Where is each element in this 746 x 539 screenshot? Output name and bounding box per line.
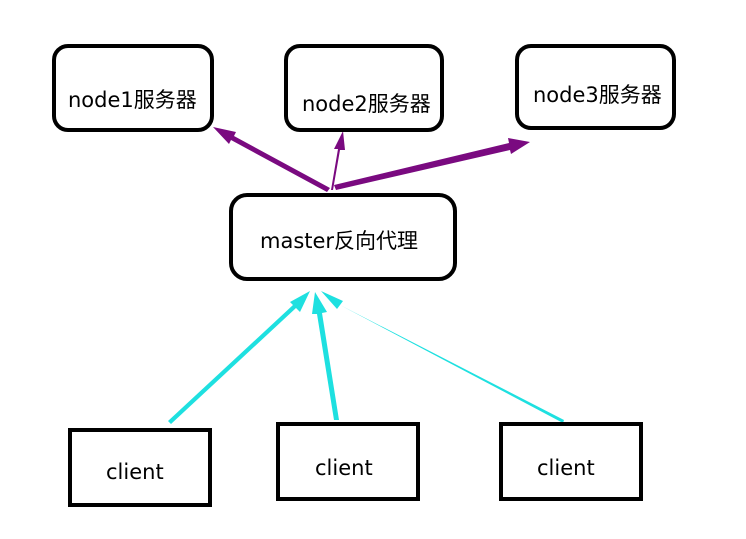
node2-server-label: node2服务器 (302, 92, 431, 116)
client-box-1: client (68, 428, 212, 507)
client-label-1: client (106, 460, 164, 484)
node3-server-box: node3服务器 (515, 44, 676, 130)
arrow-client2-to-master (312, 292, 339, 420)
arrow-master-to-node2 (331, 131, 345, 190)
client-box-2: client (276, 422, 420, 501)
arrow-master-to-node1 (213, 127, 330, 192)
master-proxy-label: master反向代理 (260, 229, 419, 253)
master-proxy-box: master反向代理 (229, 193, 457, 281)
client-box-3: client (499, 422, 643, 501)
node1-server-label: node1服务器 (68, 88, 197, 112)
arrow-client1-to-master (168, 291, 310, 424)
node3-server-label: node3服务器 (533, 83, 662, 107)
client-label-2: client (315, 456, 373, 480)
node2-server-box: node2服务器 (284, 44, 444, 132)
client-label-3: client (537, 456, 595, 480)
arrow-client3-to-master (321, 291, 564, 423)
node1-server-box: node1服务器 (52, 44, 214, 132)
arrow-master-to-node3 (334, 138, 530, 190)
